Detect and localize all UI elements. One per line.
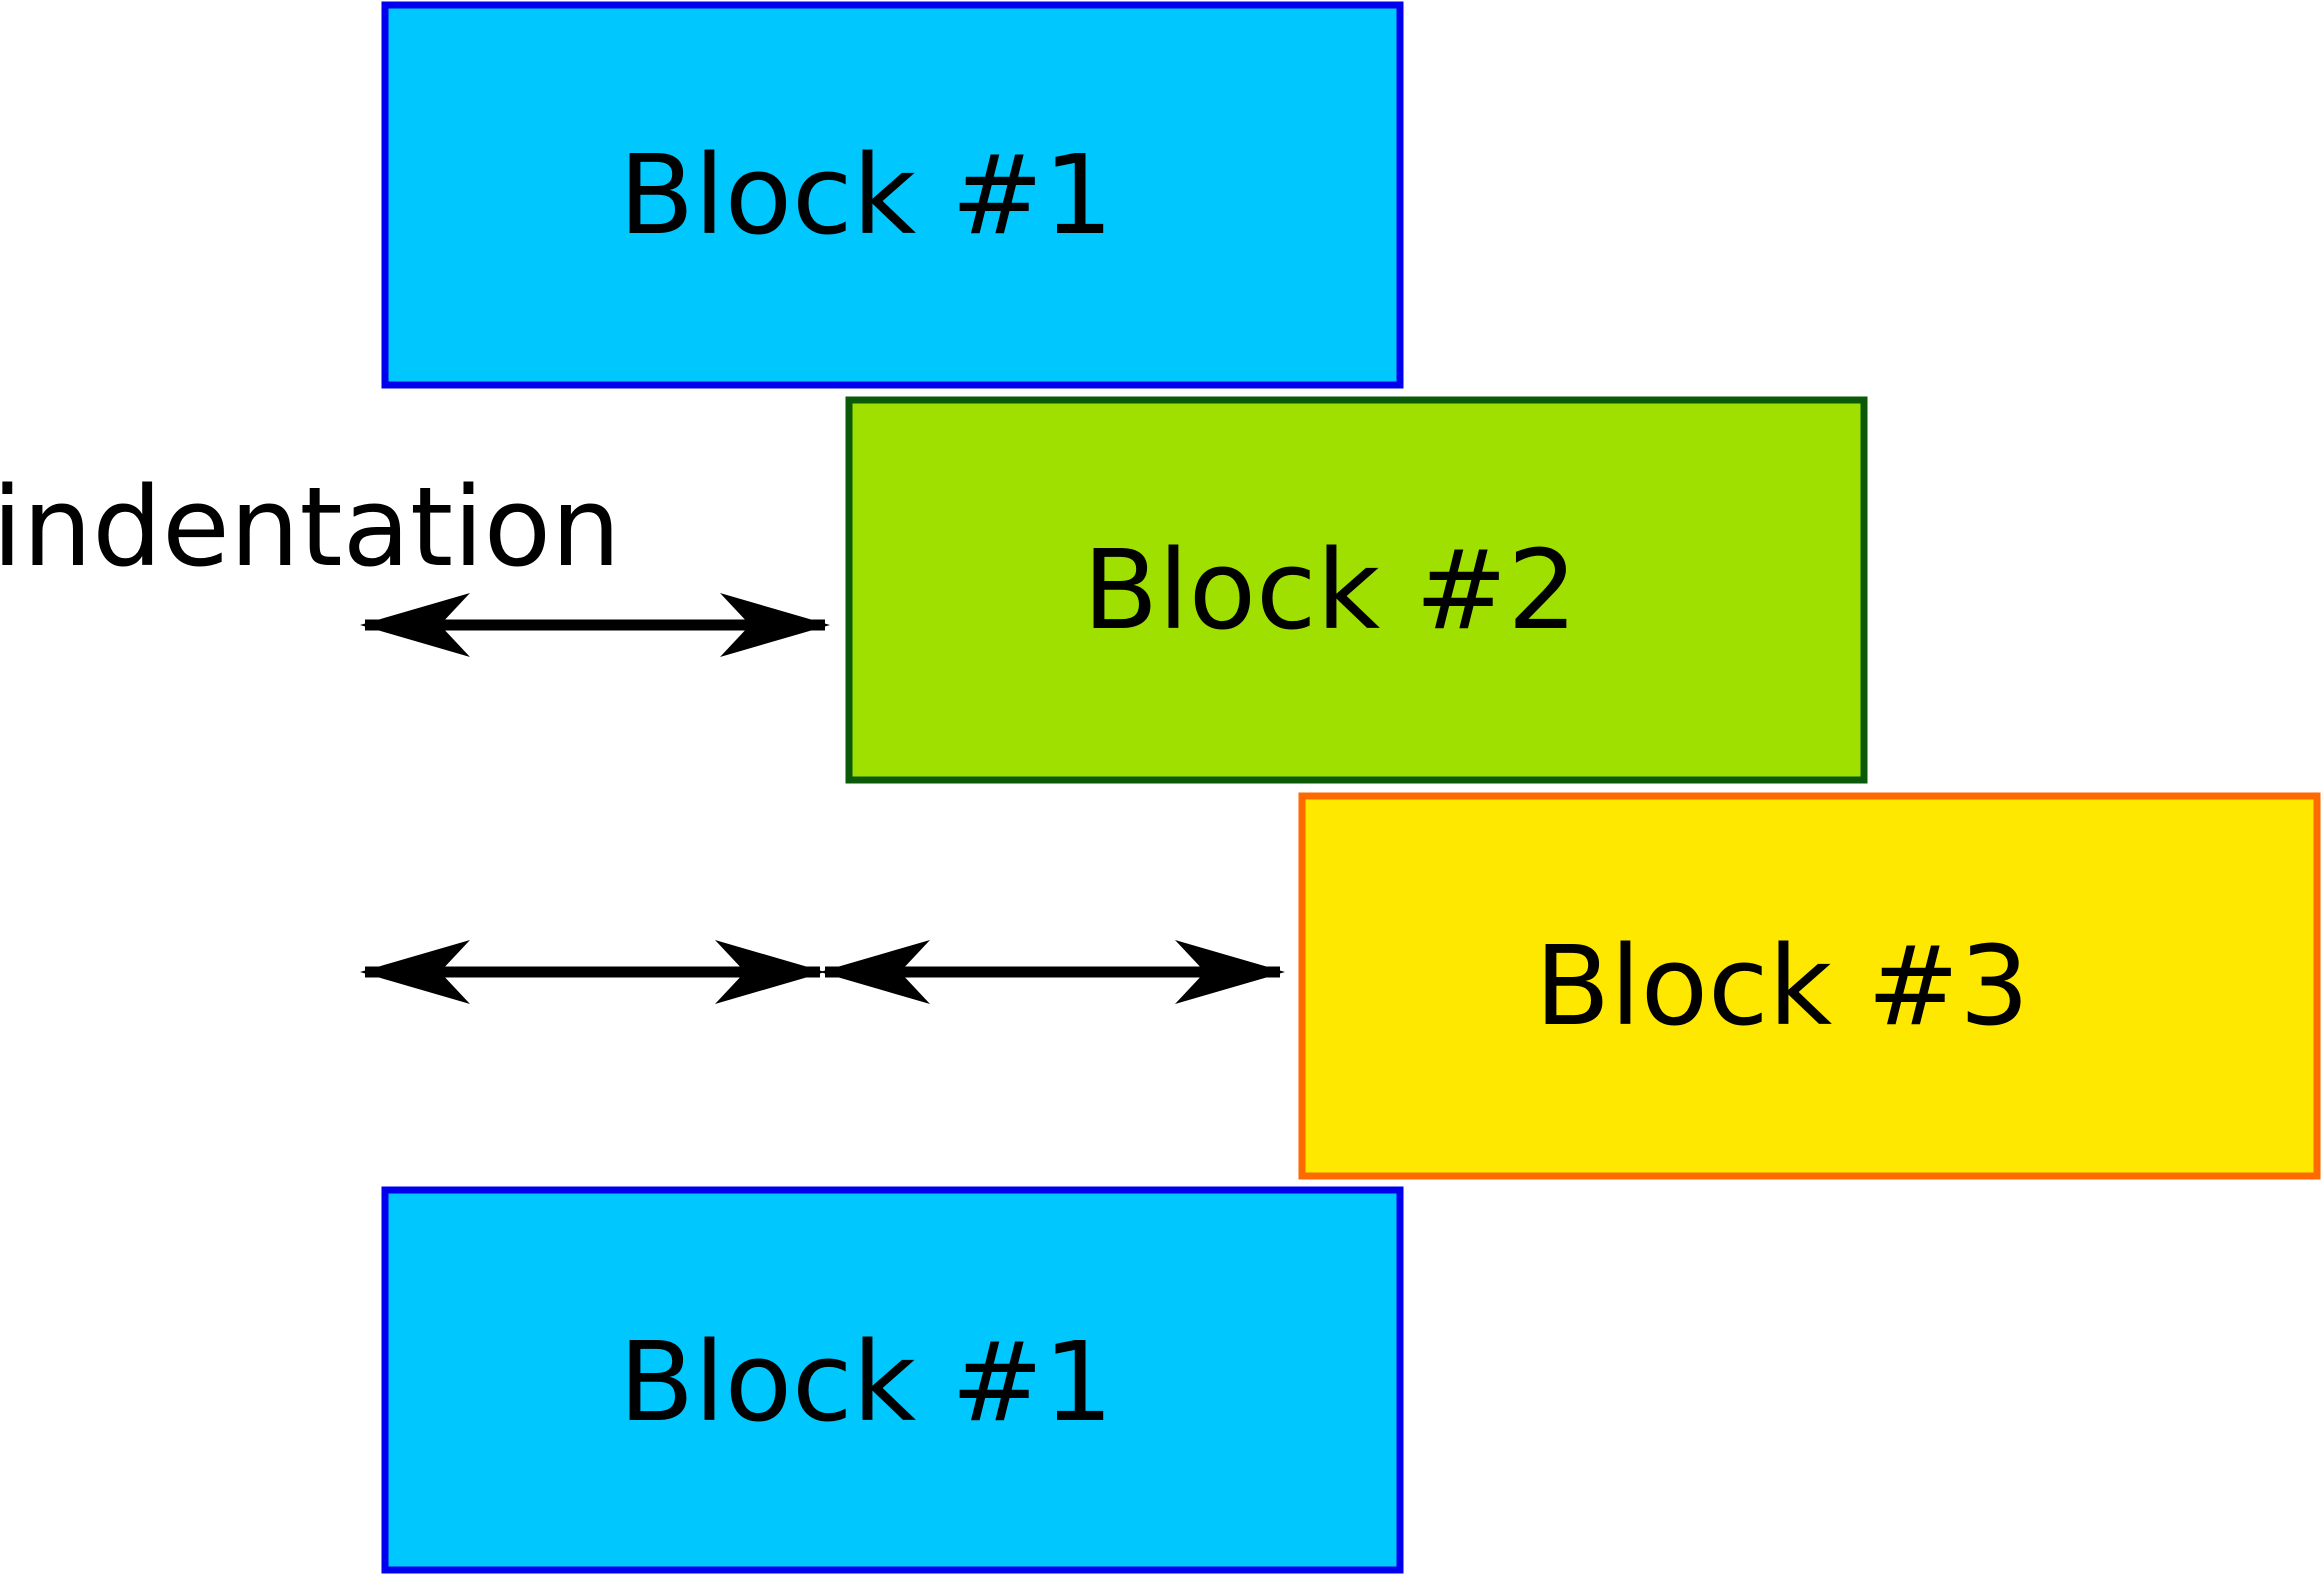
block-1-bottom-box [381, 1186, 1404, 1574]
indentation-label: indentation [0, 463, 621, 591]
block-2-box [845, 396, 1868, 784]
block-1-bottom-label: Block #1 [619, 1318, 1114, 1446]
block-3-box [1298, 792, 2321, 1180]
block-1-top-label: Block #1 [619, 131, 1114, 259]
block-1-bottom: Block #1 [381, 1186, 1404, 1574]
block-1-top-box [381, 1, 1404, 389]
block-1-top: Block #1 [381, 1, 1404, 389]
block-2-label: Block #2 [1083, 526, 1578, 654]
block-3: Block #3 [1298, 792, 2321, 1180]
block-3-label: Block #3 [1535, 922, 2030, 1050]
block-2: Block #2 [845, 396, 1868, 784]
